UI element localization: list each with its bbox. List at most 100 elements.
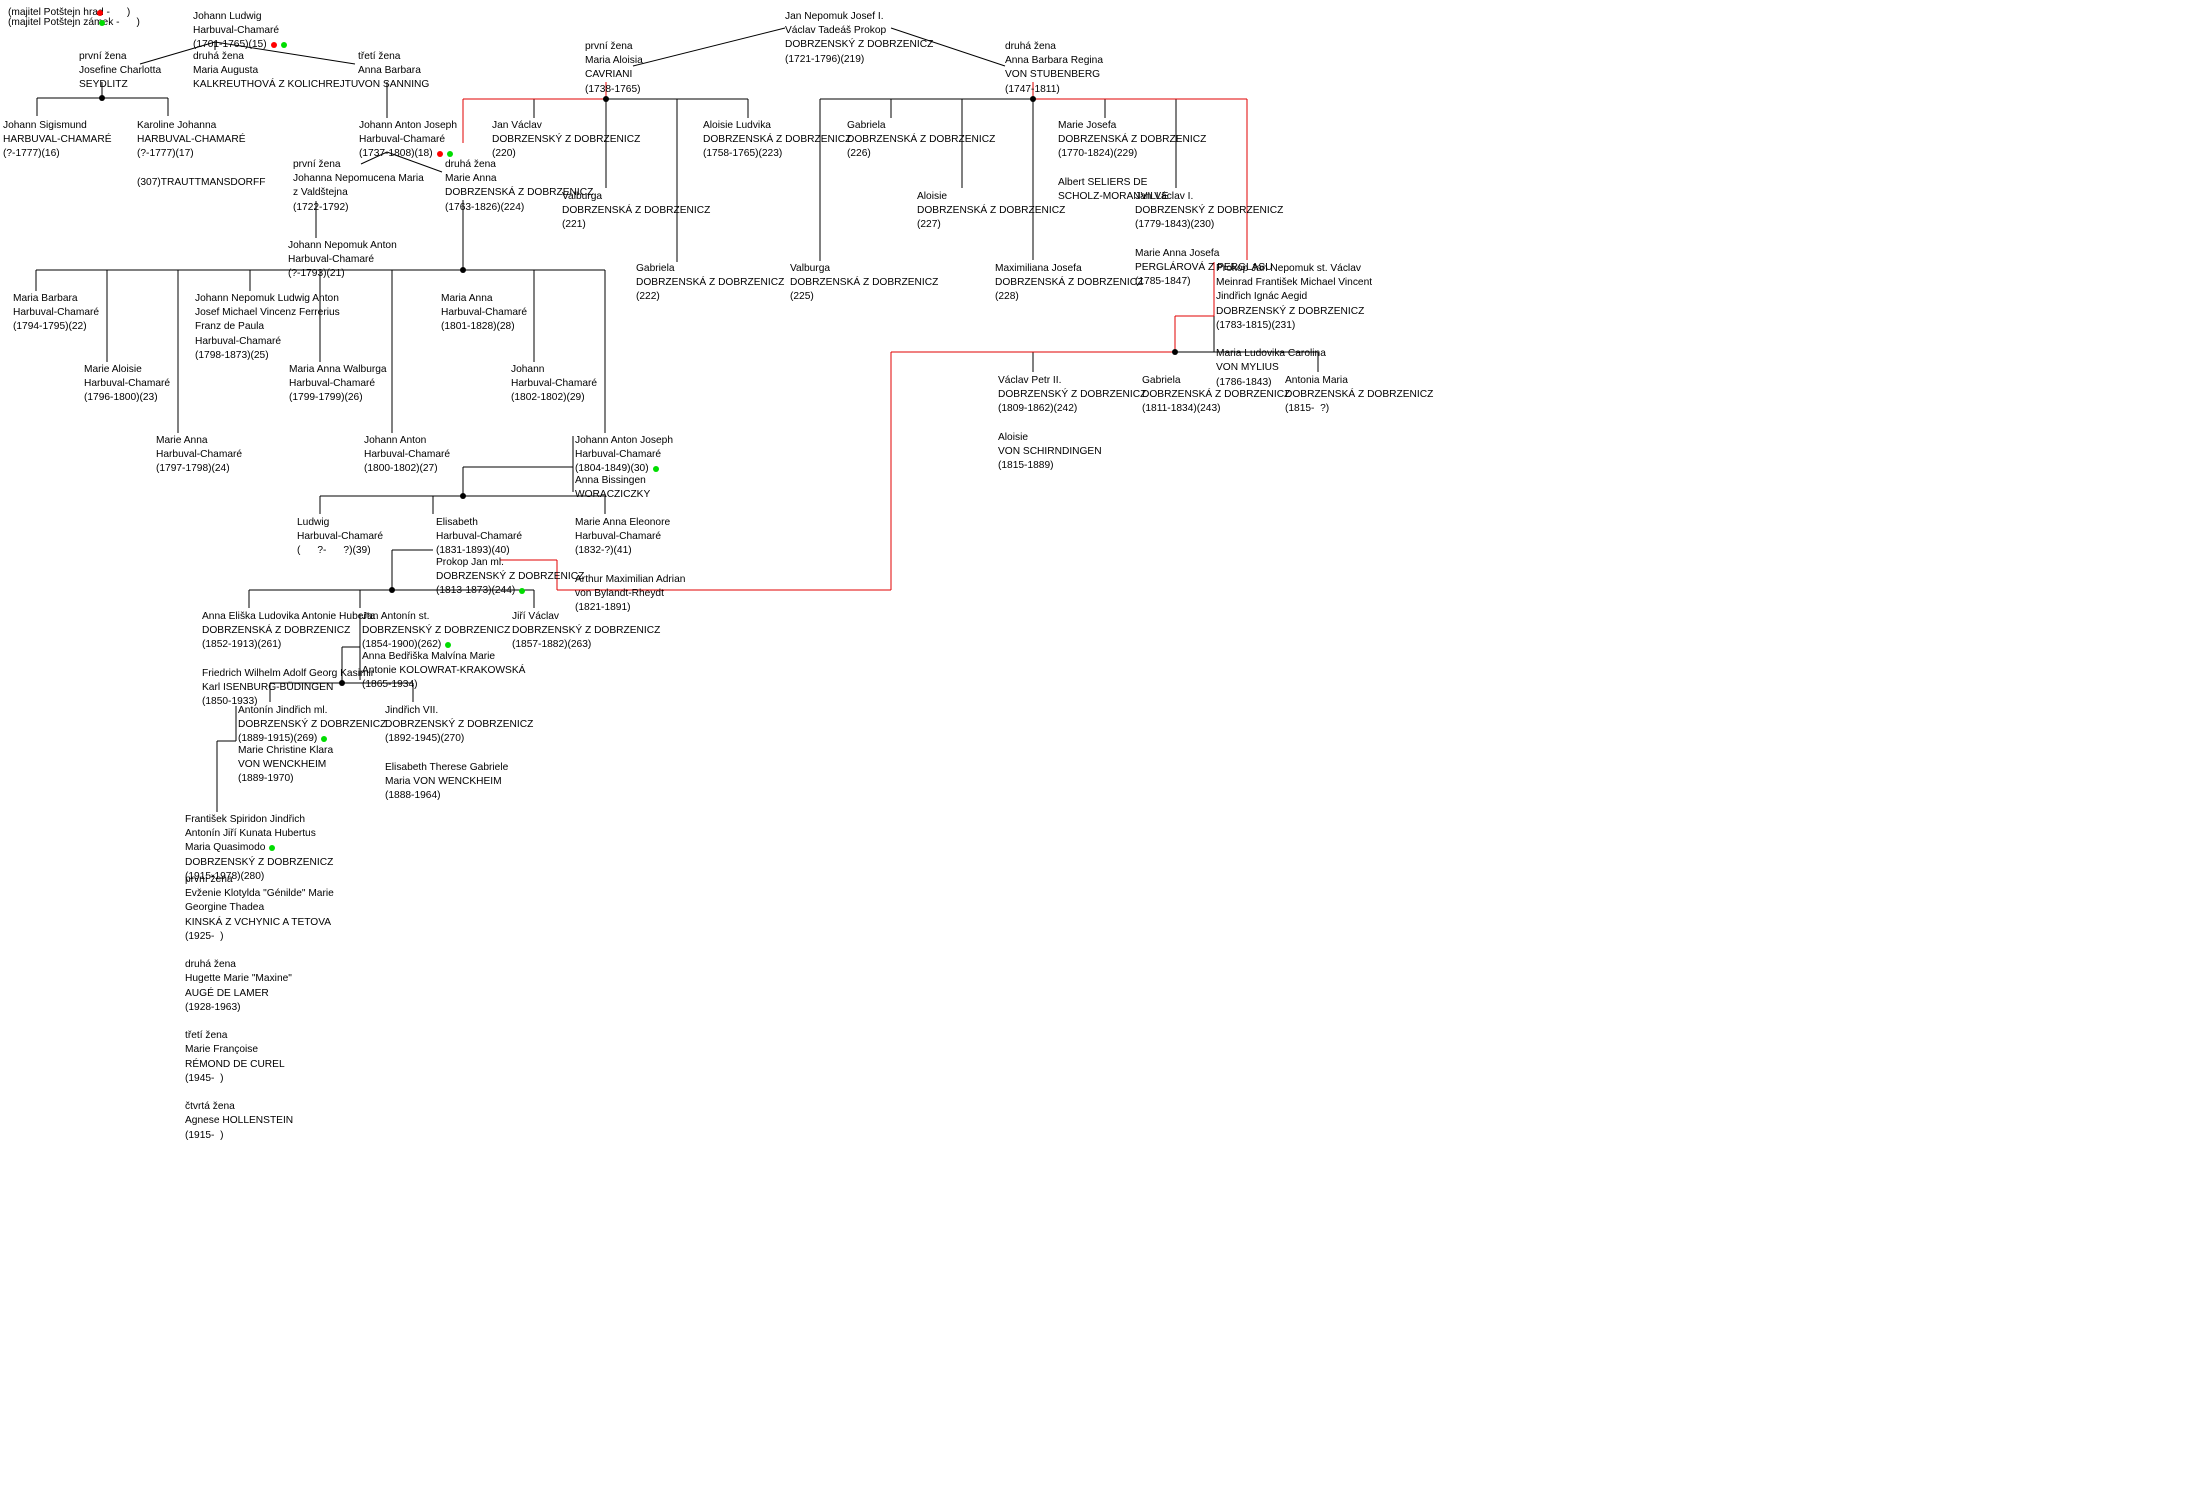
person-text-line: Karoline Johanna (137, 120, 217, 131)
person-text-line: (1854-1900)(262) (362, 638, 510, 652)
person-text-line: Anna Bissingen (575, 475, 646, 486)
person-text-line: VON SCHIRNDINGEN (998, 446, 1102, 458)
person-text-line: CAVRIANI (585, 69, 633, 81)
person-text-line: Jindřich VII. (385, 705, 439, 716)
person-text-line: (1747-1811) (1005, 83, 1060, 95)
person-text-line: PERGLÁROVÁ Z PERGLASU (1135, 262, 1273, 274)
person-text-line (185, 1015, 334, 1029)
person-text-line: KINSKÁ Z VCHYNIC A TETOVA (185, 916, 332, 928)
person-jan-vaclav-i: Jan Václav I.DOBRZENSKÝ Z DOBRZENICZ(177… (1135, 190, 1283, 289)
person-text-line: DOBRZENSKÝ Z DOBRZENICZ (998, 389, 1147, 401)
person-text-line: DOBRZENSKÁ Z DOBRZENICZ (917, 205, 1066, 217)
person-text-line: (1785-1847) (1135, 276, 1191, 288)
person-text-line: (1811-1834)(243) (1142, 403, 1221, 415)
person-text-line: DOBRZENSKÝ Z DOBRZENICZ (185, 856, 334, 868)
person-text-line: Valburga (790, 263, 831, 274)
person-text-line: z Valdštejna (293, 187, 348, 199)
person-text-line: DOBRZENSKÝ Z DOBRZENICZ (362, 625, 511, 637)
person-text-line: (1865-1934) (362, 679, 418, 691)
person-text-line: Hugette Marie "Maxine" (185, 973, 292, 985)
connector-line (386, 151, 443, 173)
person-text-line: (1915-1978)(280) (185, 870, 265, 882)
person-text-line: (220) (492, 148, 516, 160)
connector-line (360, 151, 388, 165)
person-text-line: Meinrad František Michael Vincent (1216, 277, 1373, 289)
person-text-line: DOBRZENSKÝ Z DOBRZENICZ (1135, 205, 1284, 217)
family-junction-dot (99, 95, 105, 101)
chateau-owner-green-dot-icon (321, 735, 328, 742)
person-text-line: Elisabeth (436, 517, 478, 528)
person-text-line: Jan Nepomuk Josef I. (785, 11, 884, 22)
person-text-line: Albert SELIERS DE (1058, 176, 1148, 188)
person-text-line: DOBRZENSKÁ Z DOBRZENICZ (703, 134, 852, 146)
person-text-line: DOBRZENSKÝ Z DOBRZENICZ (785, 39, 934, 51)
person-text-line: Jan Antonín st. (362, 611, 430, 622)
person-text-line: Jan Václav I. (1135, 191, 1194, 202)
person-text-line: (1852-1913)(261) (202, 639, 282, 651)
family-junction-dot (389, 587, 395, 593)
person-text-line: DOBRZENSKÁ Z DOBRZENICZ (1142, 389, 1291, 401)
person-text-line: DOBRZENSKÝ Z DOBRZENICZ (436, 571, 585, 583)
person-text-line: Aloisie Ludvika (703, 120, 771, 131)
person-text-line: Elisabeth Therese Gabriele (385, 761, 509, 773)
person-text-line: (?-1777)(17) (137, 148, 194, 160)
person-text-line: DOBRZENSKÝ Z DOBRZENICZ (1216, 305, 1365, 317)
person-jindrich-vii: Jindřich VII.DOBRZENSKÝ Z DOBRZENICZ(189… (385, 704, 533, 803)
person-text-line: Antonín Jindřich ml. (238, 705, 328, 716)
person-text-line: DOBRZENSKÁ Z DOBRZENICZ (636, 277, 785, 289)
person-text-line: čtvrtá žena (185, 1101, 235, 1113)
castle-owner-red-dot-icon (270, 41, 277, 48)
person-text-line: Johann (511, 364, 545, 375)
family-junction-dot (1172, 349, 1178, 355)
legend-item-green: (majitel Potštejn zámek - ) (8, 17, 140, 28)
person-text-line: Gabriela (636, 263, 675, 274)
person-text-line: (1815-1889) (998, 460, 1054, 472)
person-text-line: (?-1777)(16) (3, 148, 60, 160)
legend-red-dot-icon (97, 10, 103, 16)
person-text-line: DOBRZENSKÁ Z DOBRZENICZ (1058, 134, 1207, 146)
person-text-line: (1800-1802)(27) (364, 463, 438, 475)
person-text-line: (1815- ?) (1285, 403, 1330, 415)
legend-label: (majitel Potštejn zámek - ) (8, 17, 140, 28)
person-text-line: (1783-1815)(231) (1216, 319, 1296, 331)
person-text-line: (1889-1970) (238, 773, 294, 785)
person-text-line: (228) (995, 291, 1019, 303)
person-text-line: druhá žena (185, 959, 236, 971)
person-text-line: Maria Anna (441, 293, 493, 304)
person-text-line: Johann Nepomuk Anton (288, 240, 397, 251)
connector-line (139, 41, 216, 65)
person-text-line: Marie Anna (445, 173, 497, 185)
person-text-line: Antonia Maria (1285, 375, 1348, 386)
person-text-line: Karl ISENBURG-BÜDINGEN (202, 682, 334, 694)
person-text-line: Harbuval-Chamaré (297, 531, 384, 543)
person-text-line: (1857-1882)(263) (512, 639, 592, 651)
person-text-line: Valburga (562, 191, 603, 202)
person-text-line: Harbuval-Chamaré (156, 449, 243, 461)
person-text-line: druhá žena (445, 159, 496, 170)
person-text-line: HARBUVAL-CHAMARÉ (137, 134, 246, 146)
person-text-line: Johann Anton (364, 435, 427, 446)
person-text-line: Gabriela (1142, 375, 1181, 386)
connector-line (632, 27, 786, 67)
person-text-line: DOBRZENSKÝ Z DOBRZENICZ (238, 719, 387, 731)
person-text-line: (1802-1802)(29) (511, 392, 585, 404)
